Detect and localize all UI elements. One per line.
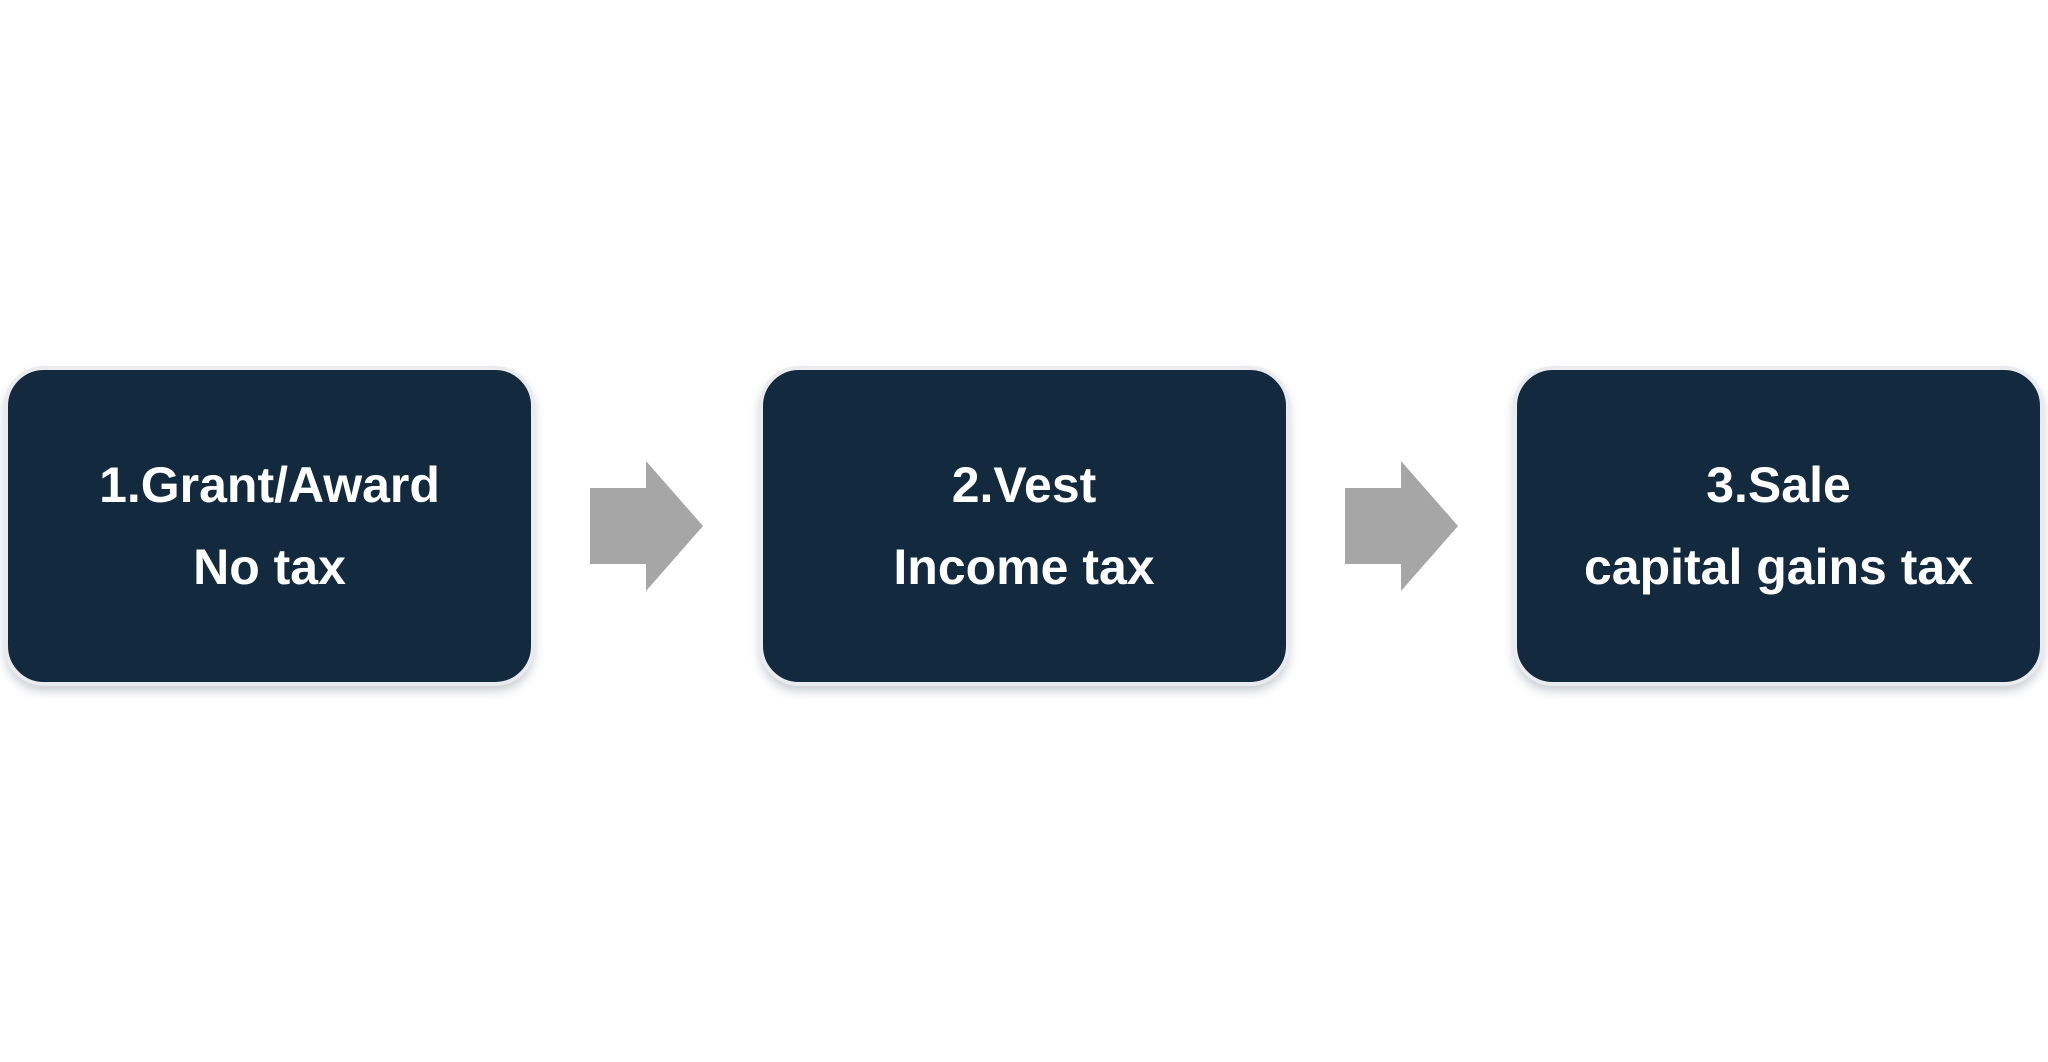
arrow-right-shape (1344, 461, 1458, 591)
step-subtitle: Income tax (893, 539, 1155, 595)
step-title: 1.Grant/Award (99, 457, 440, 513)
step-subtitle: No tax (193, 539, 346, 595)
step-box-vest: 2.Vest Income tax (758, 366, 1290, 686)
arrow-right-icon (590, 461, 704, 591)
step-box-sale: 3.Sale capital gains tax (1513, 366, 2044, 686)
arrow-right-shape (590, 461, 704, 591)
step-subtitle: capital gains tax (1583, 539, 1974, 595)
arrow-right-icon (1344, 461, 1458, 591)
step-box-grant: 1.Grant/Award No tax (4, 366, 535, 686)
step-title: 3.Sale (1706, 457, 1851, 513)
process-flow: 1.Grant/Award No tax 2.Vest Income tax 3… (4, 366, 2044, 686)
step-title: 2.Vest (951, 457, 1097, 513)
